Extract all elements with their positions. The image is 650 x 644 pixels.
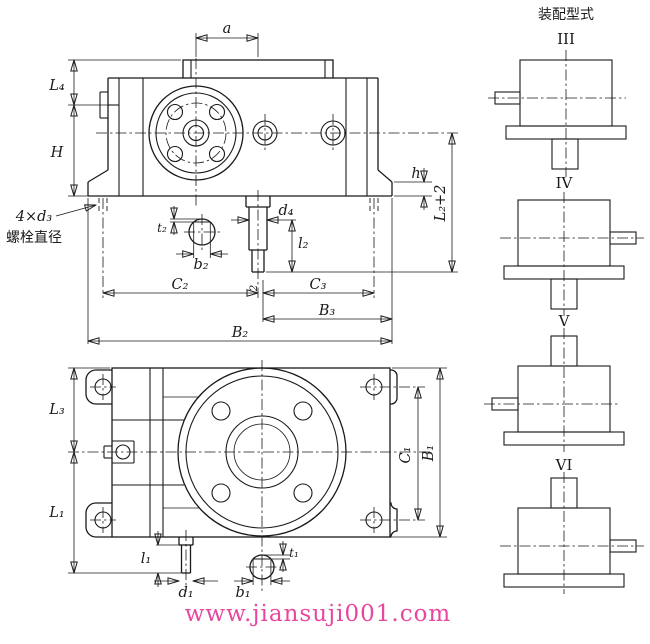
assembly-types-panel: 装配型式 III IV V VI [484, 7, 644, 594]
assembly-type-label-3: III [557, 30, 575, 48]
assembly-schematic-4 [500, 192, 644, 316]
assembly-types-title: 装配型式 [538, 7, 594, 23]
dim-label-L4: L₄ [48, 78, 65, 94]
front-housing-outline [87, 59, 393, 197]
front-output-shaft [245, 196, 271, 273]
dim-label-C2: C₂ [172, 277, 189, 293]
bolt-callout: 4×d₃ [15, 209, 53, 225]
assembly-type-label-4: IV [556, 174, 574, 192]
front-view: a L₄ H h L₂+2 4×d₃ 螺栓直径 t₂ b₂ d₄ l₂ C₂ C… [6, 21, 460, 344]
dim-label-h: h [411, 166, 420, 182]
dim-label-b2: b₂ [193, 257, 208, 273]
dim-label-d4: d₄ [278, 203, 293, 219]
dim-label-t2: t₂ [157, 221, 167, 235]
plan-dimension-lines [74, 368, 440, 587]
dim-label-d1: d₁ [178, 585, 193, 601]
front-dimension-labels: a L₄ H h L₂+2 4×d₃ 螺栓直径 t₂ b₂ d₄ l₂ C₂ C… [6, 21, 449, 341]
dim-label-C1: C₁ [398, 447, 414, 464]
dim-label-B1: B₁ [421, 445, 437, 462]
dim-label-B2: B₂ [231, 325, 249, 341]
plan-dimension-labels: L₃ L₁ C₁ B₁ l₁ d₁ b₁ t₁ [48, 402, 437, 601]
bolt-callout-note: 螺栓直径 [6, 229, 62, 246]
dim-label-gap2: 2 [248, 284, 260, 292]
dim-label-l1: l₁ [141, 551, 151, 567]
dim-label-b1: b₁ [235, 585, 250, 601]
dim-label-L2plus2: L₂+2 [433, 185, 449, 223]
assembly-schematic-3 [488, 50, 627, 177]
dim-label-B3: B₃ [318, 303, 336, 319]
watermark-url: www.jiansuji001.com [185, 601, 452, 627]
assembly-schematic-6 [500, 472, 644, 594]
front-centerlines [96, 58, 460, 298]
dim-label-L1: L₁ [48, 505, 64, 521]
assembly-type-label-6: VI [555, 456, 573, 474]
plan-housing-outline [85, 367, 398, 538]
dim-label-t1: t₁ [289, 546, 299, 560]
dim-label-a: a [223, 21, 232, 37]
assembly-type-label-5: V [558, 312, 571, 330]
front-hidden-bolt-holes [98, 198, 379, 213]
front-dimension-lines [55, 38, 452, 341]
dim-label-C3: C₃ [310, 277, 327, 293]
dim-label-L3: L₃ [48, 402, 65, 418]
assembly-schematic-5 [484, 328, 625, 452]
dim-label-H: H [50, 145, 64, 161]
dim-label-l2: l₂ [298, 236, 309, 252]
plan-view: L₃ L₁ C₁ B₁ l₁ d₁ b₁ t₁ [48, 360, 447, 601]
front-keyway-detail [184, 214, 221, 251]
front-extension-lines [68, 33, 458, 344]
